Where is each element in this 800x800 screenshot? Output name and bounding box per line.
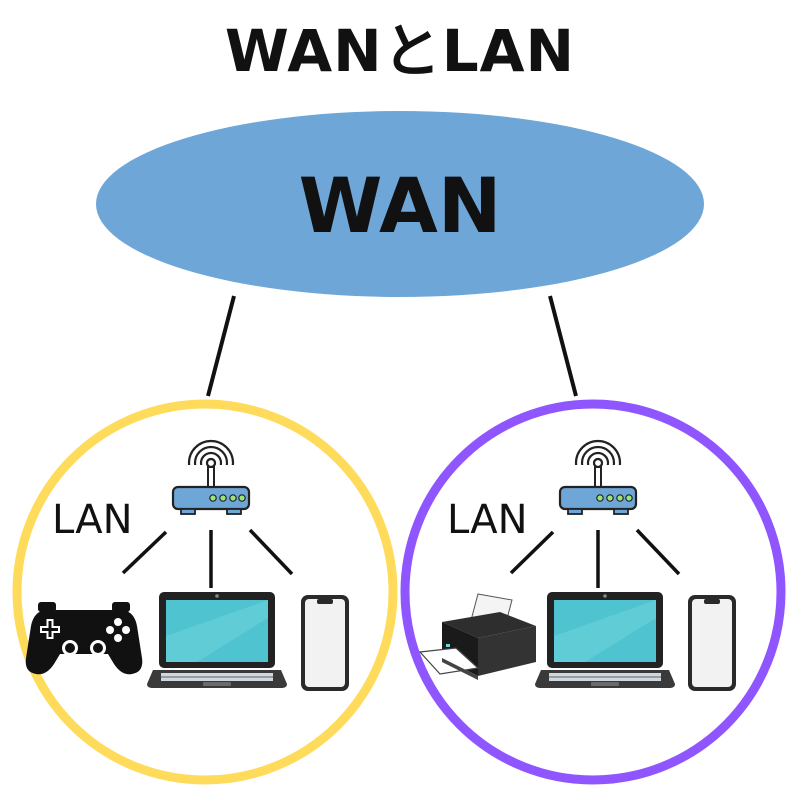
wan-label: WAN xyxy=(299,161,502,250)
smartphone-icon xyxy=(301,595,349,691)
wan-to-lan1-link xyxy=(206,295,236,397)
page-title: WANとLAN xyxy=(224,17,576,85)
laptop-icon xyxy=(534,591,676,689)
lan1-ring xyxy=(12,399,398,785)
lan2-link-right xyxy=(635,528,681,576)
router-icon xyxy=(171,439,251,516)
gamepad-icon xyxy=(25,602,143,675)
wan-cloud: WAN xyxy=(96,111,704,297)
lan-group-1: LAN xyxy=(12,399,398,785)
lan1-link-right xyxy=(248,528,294,576)
lan1-label: LAN xyxy=(52,497,133,543)
lan1-link-left xyxy=(121,530,168,575)
lan-group-2: LAN xyxy=(400,399,786,785)
wan-to-lan2-link xyxy=(548,295,578,397)
laptop-icon xyxy=(146,591,288,689)
lan2-ring xyxy=(400,399,786,785)
router-icon xyxy=(558,439,638,516)
printer-icon xyxy=(419,593,537,681)
lan2-link-left xyxy=(509,530,555,575)
lan2-label: LAN xyxy=(447,497,528,543)
smartphone-icon xyxy=(688,595,736,691)
